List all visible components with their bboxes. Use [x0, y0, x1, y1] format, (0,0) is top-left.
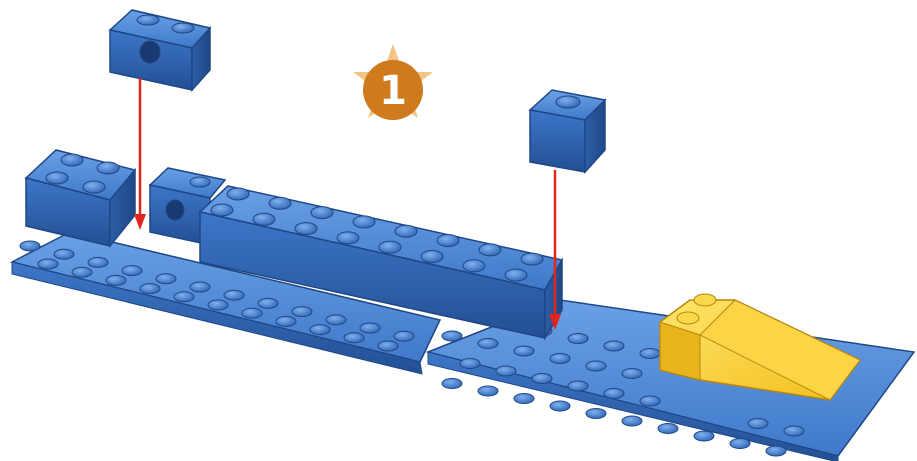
- brick-stud: [463, 260, 485, 272]
- plate-stud: [156, 274, 176, 284]
- plate-stud: [478, 386, 498, 396]
- plate-stud: [694, 431, 714, 441]
- plate-stud: [326, 315, 346, 325]
- technic-brick-1x2-with-hole: [110, 10, 210, 90]
- plate-stud: [378, 341, 398, 351]
- plate-stud: [604, 389, 624, 399]
- brick-stud: [521, 253, 543, 265]
- plate-stud: [550, 354, 570, 364]
- plate-stud: [622, 416, 642, 426]
- plate-stud: [88, 257, 108, 267]
- plate-stud: [568, 334, 588, 344]
- plate-stud: [106, 275, 126, 285]
- plate-stud: [394, 331, 414, 341]
- brick-stud: [505, 269, 527, 281]
- step-number: 1: [379, 68, 407, 114]
- plate-stud: [640, 349, 660, 359]
- brick-stud: [227, 188, 249, 200]
- plate-stud: [38, 259, 58, 269]
- brick-stud: [269, 197, 291, 209]
- plate-stud: [784, 426, 804, 436]
- plate-stud: [242, 308, 262, 318]
- step-badge: 1: [353, 44, 433, 120]
- brick-stud: [479, 244, 501, 256]
- plate-stud: [54, 249, 74, 259]
- brick-stud: [211, 204, 233, 216]
- brick-1x1: [530, 90, 605, 172]
- plate-stud: [658, 424, 678, 434]
- plate-stud: [478, 339, 498, 349]
- plate-stud: [292, 307, 312, 317]
- plate-stud: [514, 346, 534, 356]
- plate-stud: [224, 290, 244, 300]
- plate-stud: [310, 325, 330, 335]
- brick-stud: [437, 235, 459, 247]
- plate-stud: [276, 316, 296, 326]
- plate-stud: [258, 298, 278, 308]
- plate-stud: [140, 284, 160, 294]
- plate-stud: [174, 292, 194, 302]
- plate-stud: [208, 300, 228, 310]
- plate-stud: [748, 419, 768, 429]
- plate-stud: [622, 369, 642, 379]
- plate-stud: [442, 379, 462, 389]
- brick-stud: [421, 251, 443, 263]
- plate-stud: [550, 401, 570, 411]
- plate-stud: [568, 381, 588, 391]
- brick-stud: [295, 223, 317, 235]
- brick-stud: [337, 232, 359, 244]
- brick-stud: [353, 216, 375, 228]
- plate-stud: [72, 267, 92, 277]
- plate-stud: [514, 394, 534, 404]
- brick-stud: [379, 241, 401, 253]
- plate-stud: [344, 333, 364, 343]
- plate-stud: [442, 331, 462, 341]
- brick-2x2: [26, 150, 135, 246]
- plate-stud: [460, 359, 480, 369]
- plate-stud: [122, 266, 142, 276]
- plate-stud: [360, 323, 380, 333]
- plate-stud: [640, 396, 660, 406]
- plate-stud: [604, 341, 624, 351]
- brick-stud: [253, 213, 275, 225]
- plate-stud: [730, 439, 750, 449]
- plate-stud: [20, 241, 40, 251]
- plate-stud: [586, 409, 606, 419]
- brick-stud: [395, 225, 417, 237]
- placement-arrow-left: [134, 78, 146, 230]
- plate-stud: [532, 374, 552, 384]
- plate-stud: [190, 282, 210, 292]
- plate-stud: [496, 366, 516, 376]
- brick-stud: [311, 207, 333, 219]
- plate-stud: [766, 446, 786, 456]
- plate-stud: [586, 361, 606, 371]
